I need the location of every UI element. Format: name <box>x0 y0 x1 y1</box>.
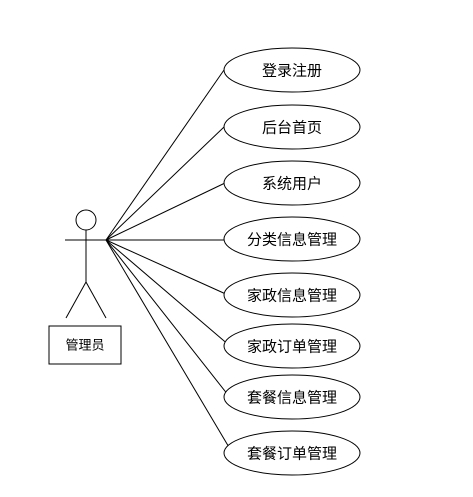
use-case-2: 后台首页 <box>223 104 361 150</box>
use-case-ellipse <box>223 272 361 318</box>
use-case-ellipse <box>223 323 361 369</box>
association-line-3 <box>105 182 226 241</box>
use-case-4: 分类信息管理 <box>223 216 361 262</box>
actor-left-leg <box>65 281 87 319</box>
use-case-label: 套餐订单管理 <box>247 445 337 463</box>
use-case-ellipse <box>223 104 361 150</box>
actor-label-box: 管理员 <box>48 325 122 365</box>
association-line-8 <box>105 239 234 455</box>
use-cases: 登录注册 后台首页 系统用户 分类信息管理 家政信息管理 家政订单管理 套餐信息… <box>223 47 361 476</box>
use-case-label: 系统用户 <box>262 175 322 193</box>
association-line-1 <box>105 69 225 241</box>
use-case-ellipse <box>223 374 361 420</box>
use-case-7: 套餐信息管理 <box>223 374 361 420</box>
use-case-8: 套餐订单管理 <box>223 430 361 476</box>
use-case-3: 系统用户 <box>223 160 361 206</box>
use-case-ellipse <box>223 430 361 476</box>
use-case-label: 家政订单管理 <box>247 338 337 356</box>
use-case-ellipse <box>223 216 361 262</box>
use-case-label: 后台首页 <box>262 119 322 137</box>
actor-right-leg <box>85 281 107 319</box>
use-case-label: 分类信息管理 <box>247 231 337 249</box>
actor-head <box>75 209 97 231</box>
use-case-label: 家政信息管理 <box>247 287 337 305</box>
use-case-ellipse <box>223 47 361 93</box>
actor-label: 管理员 <box>65 339 104 354</box>
association-line-5 <box>105 239 229 296</box>
use-case-1: 登录注册 <box>223 47 361 93</box>
association-lines <box>105 69 234 455</box>
association-line-7 <box>105 239 233 401</box>
actor-label-frame <box>48 325 122 365</box>
use-case-5: 家政信息管理 <box>223 272 361 318</box>
use-case-6: 家政订单管理 <box>223 323 361 369</box>
use-case-label: 套餐信息管理 <box>247 389 337 407</box>
association-line-2 <box>105 126 225 241</box>
use-case-label: 登录注册 <box>262 62 322 80</box>
use-case-ellipse <box>223 160 361 206</box>
association-line-6 <box>105 239 231 347</box>
actor-figure <box>65 209 107 319</box>
